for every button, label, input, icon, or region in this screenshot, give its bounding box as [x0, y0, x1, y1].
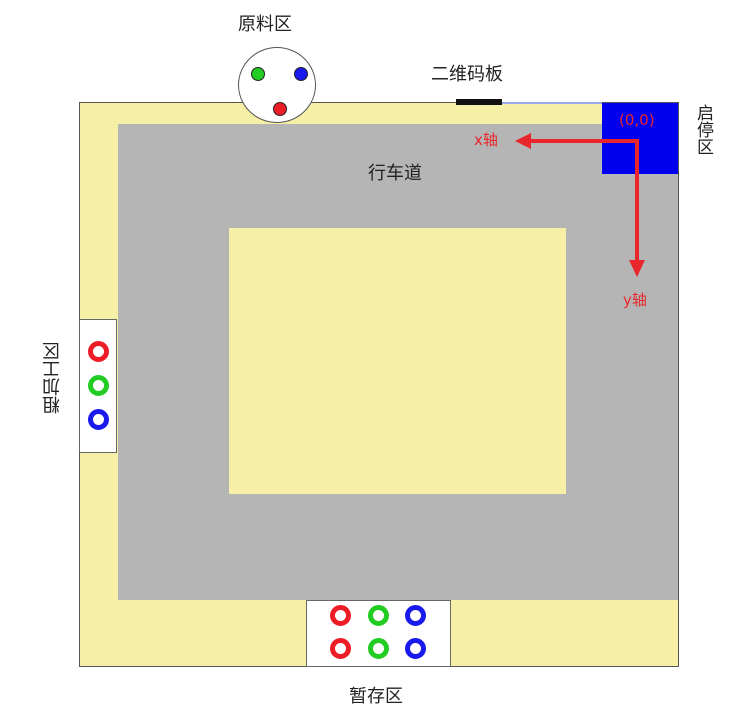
rough-processing-label: 粗加工区	[42, 342, 63, 414]
temp-ring-blue-bottom	[405, 638, 426, 659]
temp-ring-green-bottom	[368, 638, 389, 659]
qr-code-plate	[456, 99, 502, 105]
temp-ring-red-bottom	[330, 638, 351, 659]
temp-storage-label: 暂存区	[349, 686, 403, 707]
temporary-storage-area	[306, 600, 451, 667]
raw-material-red	[273, 102, 287, 116]
track-label: 行车道	[368, 163, 422, 184]
raw-material-blue	[294, 67, 308, 81]
inner-field	[229, 228, 566, 494]
qr-board-label: 二维码板	[431, 64, 503, 85]
y-axis-arrowhead	[629, 260, 645, 277]
rough-processing-area	[79, 319, 117, 453]
rough-ring-green	[88, 375, 109, 396]
origin-label: (0,0)	[619, 111, 655, 129]
raw-material-green	[251, 67, 265, 81]
rough-ring-red	[88, 341, 109, 362]
top-edge-line	[502, 102, 602, 104]
temp-ring-red-top	[330, 605, 351, 626]
x-axis-label: x轴	[474, 131, 498, 149]
start-stop-label: 启停区	[693, 104, 713, 155]
temp-ring-green-top	[368, 605, 389, 626]
y-axis-label: y轴	[623, 291, 647, 309]
raw-area-label: 原料区	[238, 14, 292, 35]
rough-ring-blue	[88, 409, 109, 430]
start-stop-zone	[602, 103, 678, 174]
raw-material-area	[238, 47, 316, 123]
x-axis-arrowhead	[515, 133, 531, 149]
temp-ring-blue-top	[405, 605, 426, 626]
